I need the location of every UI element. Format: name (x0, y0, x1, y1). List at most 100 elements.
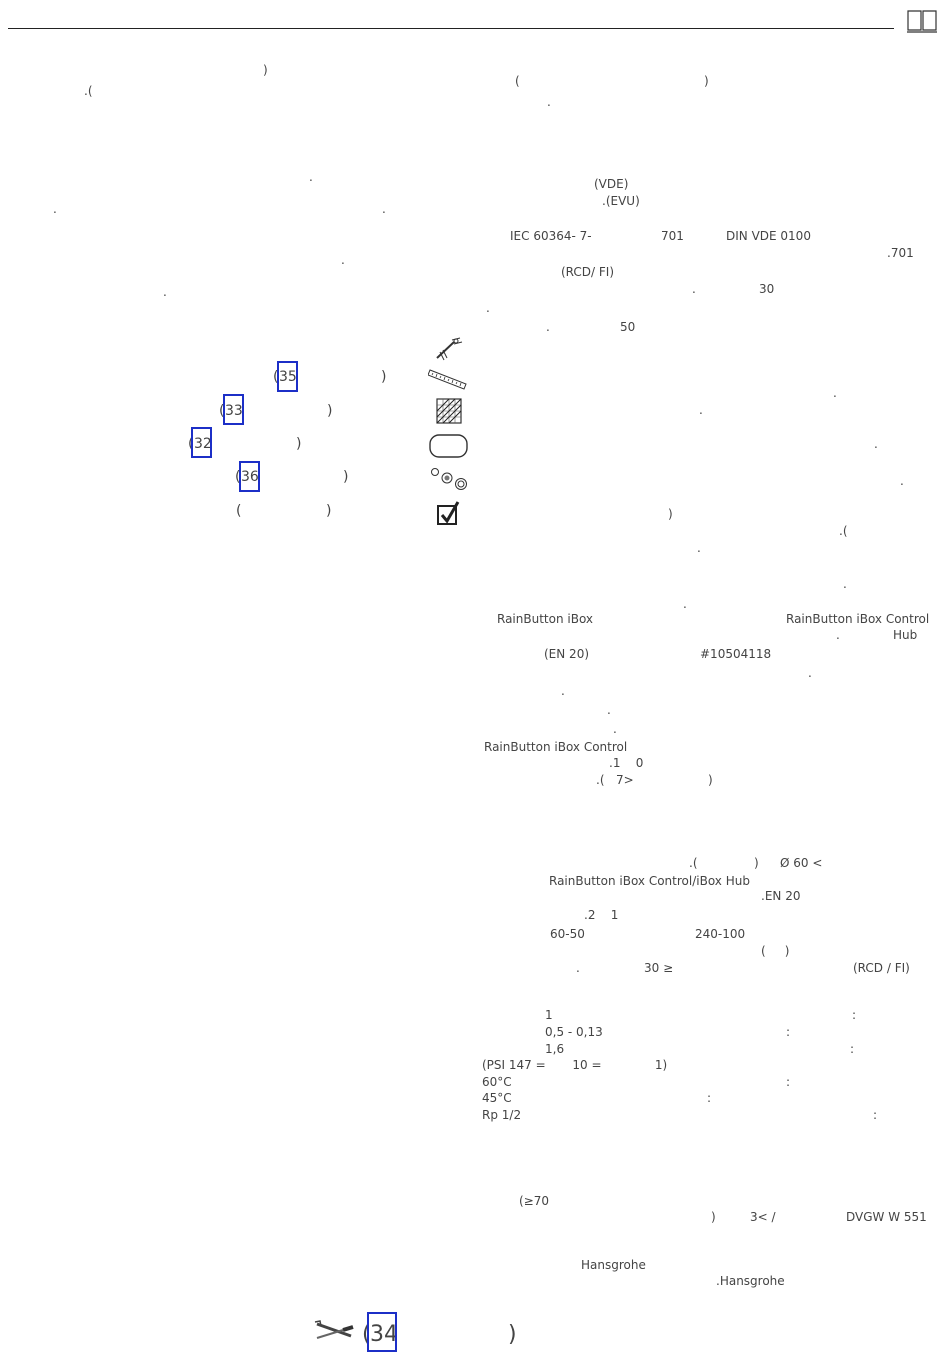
hatched-pattern-icon (436, 398, 462, 424)
right-text: ) (711, 1210, 716, 1224)
spec-colon: : (707, 1091, 712, 1105)
right-dot: . (699, 403, 703, 417)
right-text: ) (668, 507, 673, 521)
wrench-screwdriver-icon (314, 1320, 354, 1339)
right-text: ( ) (761, 944, 790, 958)
spec-psi: (PSI 147 = 10 = 1) (482, 1058, 668, 1072)
spec-colon: : (786, 1025, 791, 1039)
ref-close-paren: ) (381, 369, 387, 385)
header-rule (8, 28, 894, 29)
right-text: .1 0 (609, 756, 644, 770)
right-text: 3< / (750, 1210, 776, 1224)
open-book-icon (907, 10, 937, 33)
left-dot: . (309, 170, 313, 184)
spec-colon: : (852, 1008, 857, 1022)
ref-open-paren: ( (188, 436, 194, 452)
right-text-30: 30 (759, 282, 775, 296)
ref-number-32[interactable]: 32 (194, 436, 212, 452)
ref-close-paren: ) (296, 436, 302, 452)
right-text-rainbutton: RainButton iBox (497, 612, 594, 626)
ref-open-paren: ( (273, 369, 279, 385)
right-text: . (547, 95, 551, 109)
right-dot: . (900, 474, 904, 488)
right-dot: . (683, 597, 687, 611)
left-dot: . (53, 202, 57, 216)
right-text-article-number: #10504118 (700, 647, 772, 661)
right-dot: . (546, 320, 550, 334)
right-text: .( 7> (596, 773, 634, 787)
ref-close-paren: ) (326, 503, 332, 519)
ref-highlight-box (191, 427, 212, 458)
right-text-evu: .(EVU) (602, 194, 640, 208)
ref-highlight-box (239, 461, 260, 492)
right-dot: . (843, 577, 847, 591)
right-text-rainbutton-control: RainButton iBox Control (786, 612, 930, 626)
left-dot: . (382, 202, 386, 216)
spec-value: 1 (545, 1008, 553, 1022)
spec-temp-60: 60°C (482, 1075, 512, 1089)
right-text: 240-100 (695, 927, 746, 941)
ref-open-paren: ( (236, 503, 242, 519)
right-text-din: DIN VDE 0100 (726, 229, 811, 243)
right-text-rcd: (RCD/ FI) (561, 265, 615, 279)
spec-temp-45: 45°C (482, 1091, 512, 1105)
checkbox-check-icon (437, 501, 460, 525)
right-text-rainbutton-control: RainButton iBox Control (484, 740, 628, 754)
right-text-iec: IEC 60364- 7- (510, 229, 592, 243)
right-text: .2 1 (584, 908, 619, 922)
right-text-rainbutton-hub: RainButton iBox Control/iBox Hub (549, 874, 750, 888)
ruler-icon (428, 369, 467, 390)
right-dot: . (576, 961, 580, 975)
right-text: (≥70 (519, 1194, 550, 1208)
right-dot: . (561, 684, 565, 698)
ref-close-paren: ) (327, 403, 333, 419)
spec-colon: : (850, 1042, 855, 1056)
right-text: 30 ≥ (644, 961, 674, 975)
right-dot: . (808, 666, 812, 680)
right-text-hub: Hub (893, 628, 918, 642)
ref-highlight-box (367, 1312, 397, 1352)
right-text-hansgrohe: .Hansgrohe (716, 1274, 785, 1288)
right-dot: . (486, 301, 490, 315)
right-text-en20: (EN 20) (544, 647, 590, 661)
ref-number-36[interactable]: 36 (241, 469, 259, 485)
ref-number-33[interactable]: 33 (225, 403, 243, 419)
left-text-1: ) (263, 63, 268, 77)
ref-open-paren: ( (235, 469, 241, 485)
ref-open-paren: ( (219, 403, 225, 419)
right-dot: . (607, 703, 611, 717)
right-text-701: 701 (661, 229, 684, 243)
right-dot: . (833, 386, 837, 400)
spec-value: 0,5 - 0,13 (545, 1025, 603, 1039)
right-dot: . (874, 437, 878, 451)
ref-highlight-box (277, 361, 298, 392)
right-text-701b: .701 (887, 246, 914, 260)
right-text-vde: (VDE) (594, 177, 629, 191)
right-text: (RCD / FI) (853, 961, 910, 975)
right-text: ) (704, 74, 709, 88)
right-dot: . (613, 722, 617, 736)
rounded-rectangle-icon (429, 434, 468, 458)
ref-number-35[interactable]: 35 (279, 369, 297, 385)
right-text-hansgrohe: Hansgrohe (581, 1258, 646, 1272)
spec-rp: Rp 1/2 (482, 1108, 522, 1122)
spec-colon: : (873, 1108, 878, 1122)
right-dot: . (836, 628, 840, 642)
right-dot: . (697, 541, 701, 555)
right-text-dvgw: DVGW W 551 (846, 1210, 927, 1224)
right-text: ) (708, 773, 713, 787)
ref-close-paren: ) (343, 469, 349, 485)
footer-open-paren: ( (362, 1322, 371, 1347)
ref-highlight-box (223, 394, 244, 425)
right-text: ( (515, 74, 520, 88)
right-text: ) (754, 856, 759, 870)
right-text: .( (689, 856, 698, 870)
right-text-50: 50 (620, 320, 636, 334)
left-text-2: .( (84, 84, 93, 98)
left-dot: . (341, 253, 345, 267)
ref-number-34[interactable]: 34 (370, 1322, 398, 1347)
right-text: .( (839, 524, 848, 538)
spec-colon: : (786, 1075, 791, 1089)
fittings-icon (431, 468, 467, 490)
footer-close-paren: ) (508, 1322, 517, 1347)
